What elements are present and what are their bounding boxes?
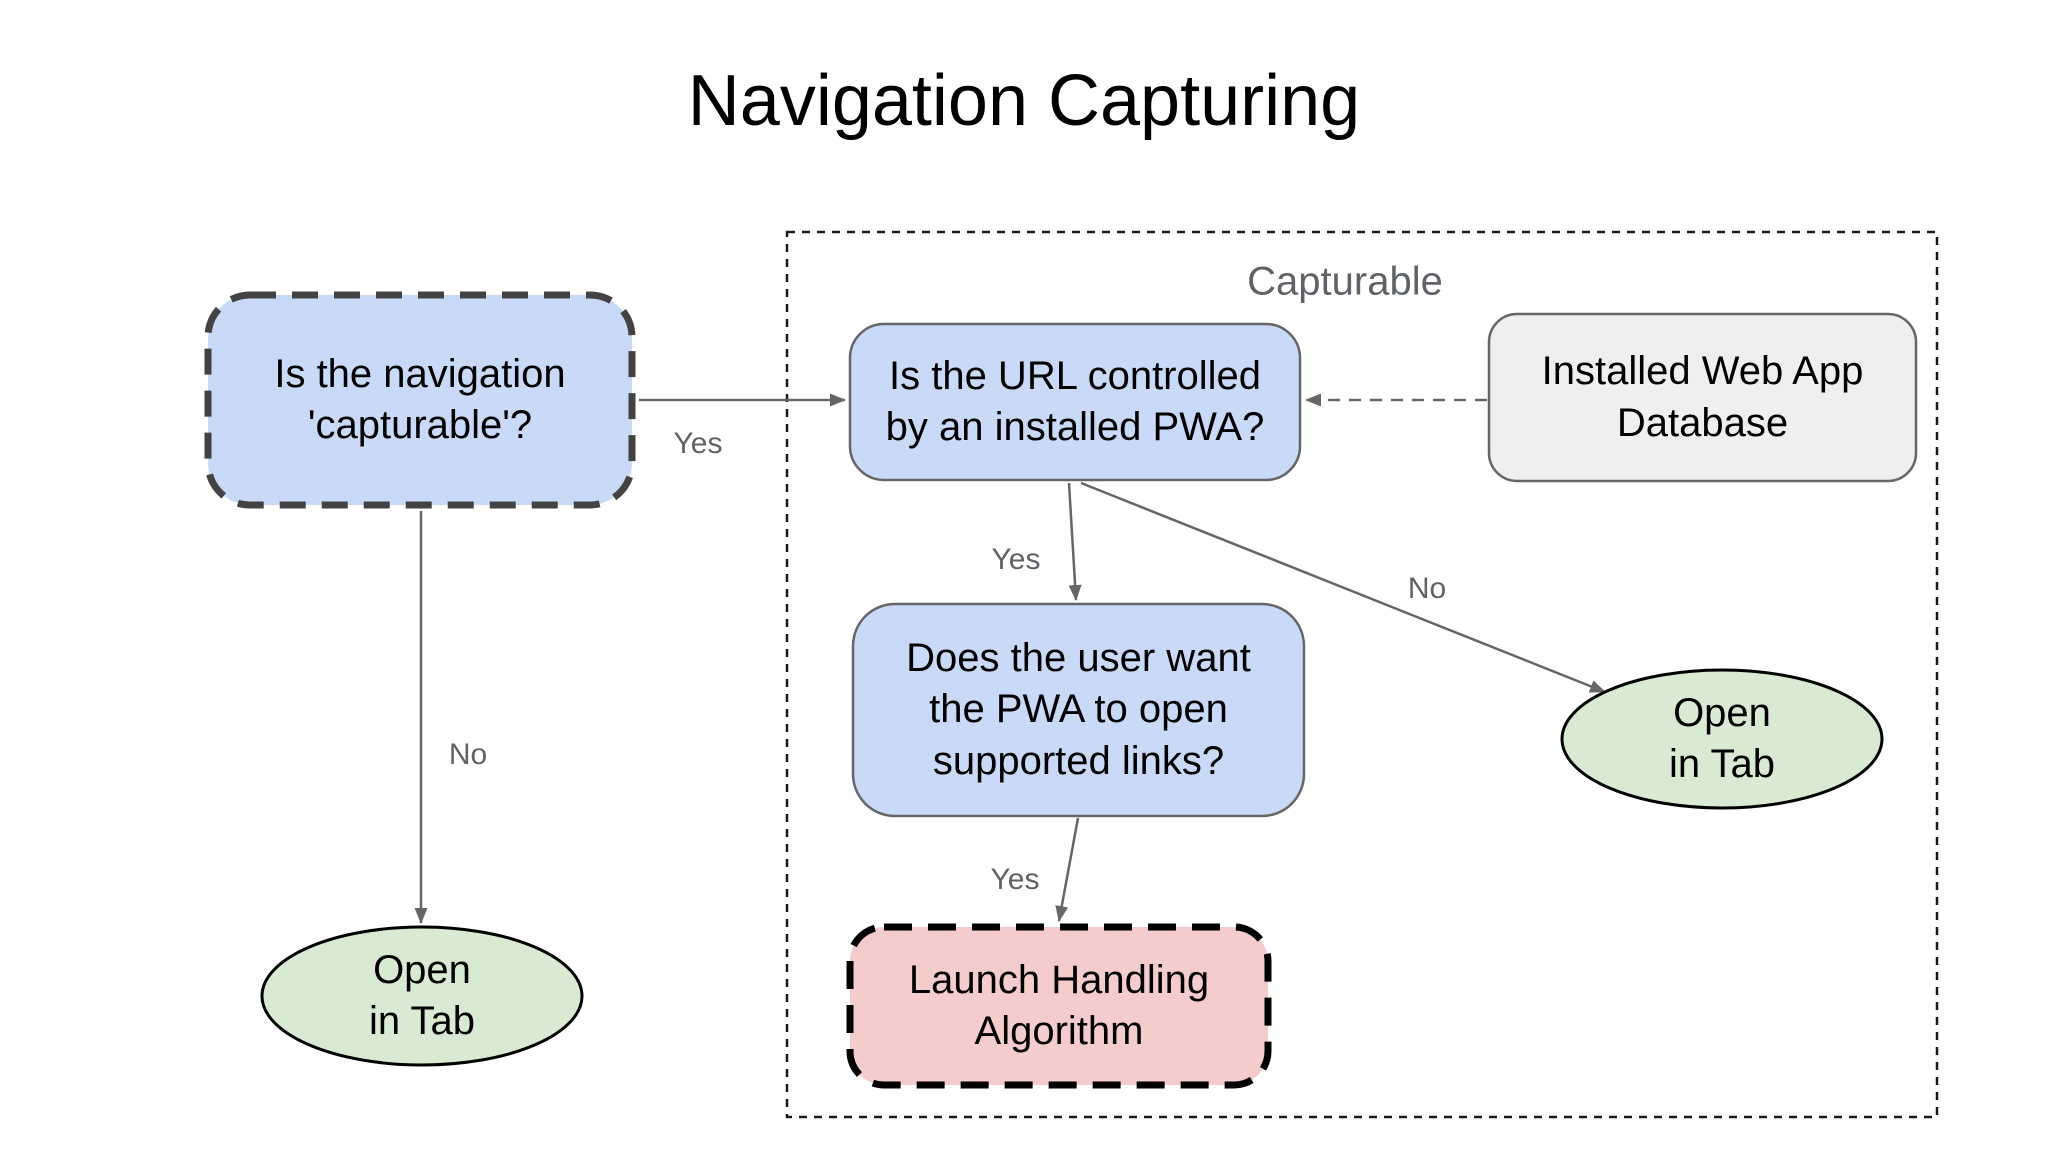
node-user-want-shape <box>851 602 1306 818</box>
node-installed-db-label: Installed Web App Database <box>1541 349 1864 445</box>
edge-url-yes <box>1067 482 1082 601</box>
edge-url-no <box>1080 481 1606 694</box>
node-nav-capturable-label: Is the navigation 'capturable'? <box>274 351 566 447</box>
capturable-group-label: Capturable <box>1247 259 1443 304</box>
node-open-in-tab-left-shape <box>260 925 584 1067</box>
edge-label-capturable-no: No <box>448 738 488 771</box>
node-open-in-tab-left-label: Open in Tab <box>368 947 475 1043</box>
node-open-in-tab-right-shape <box>1560 668 1884 810</box>
node-user-want-label: Does the user want the PWA to open suppo… <box>906 636 1251 783</box>
capturable-group-container <box>785 230 1939 1119</box>
node-url-controlled-label: Is the URL controlled by an installed PW… <box>885 353 1265 449</box>
diagram-title: Navigation Capturing <box>687 61 1361 141</box>
node-url-controlled-shape <box>848 322 1302 482</box>
edge-user-yes <box>1055 817 1080 922</box>
edge-label-capturable-yes: Yes <box>673 427 723 460</box>
node-open-in-tab-right-label: Open in Tab <box>1668 690 1775 786</box>
node-installed-db-shape <box>1487 312 1918 483</box>
node-launch-handling-label: Launch Handling Algorithm <box>908 957 1210 1053</box>
edge-label-url-yes: Yes <box>991 543 1041 576</box>
edge-label-url-no: No <box>1407 572 1447 605</box>
node-nav-capturable-shape <box>204 291 636 509</box>
node-launch-handling-shape <box>846 923 1272 1089</box>
edge-label-user-yes: Yes <box>990 863 1040 896</box>
